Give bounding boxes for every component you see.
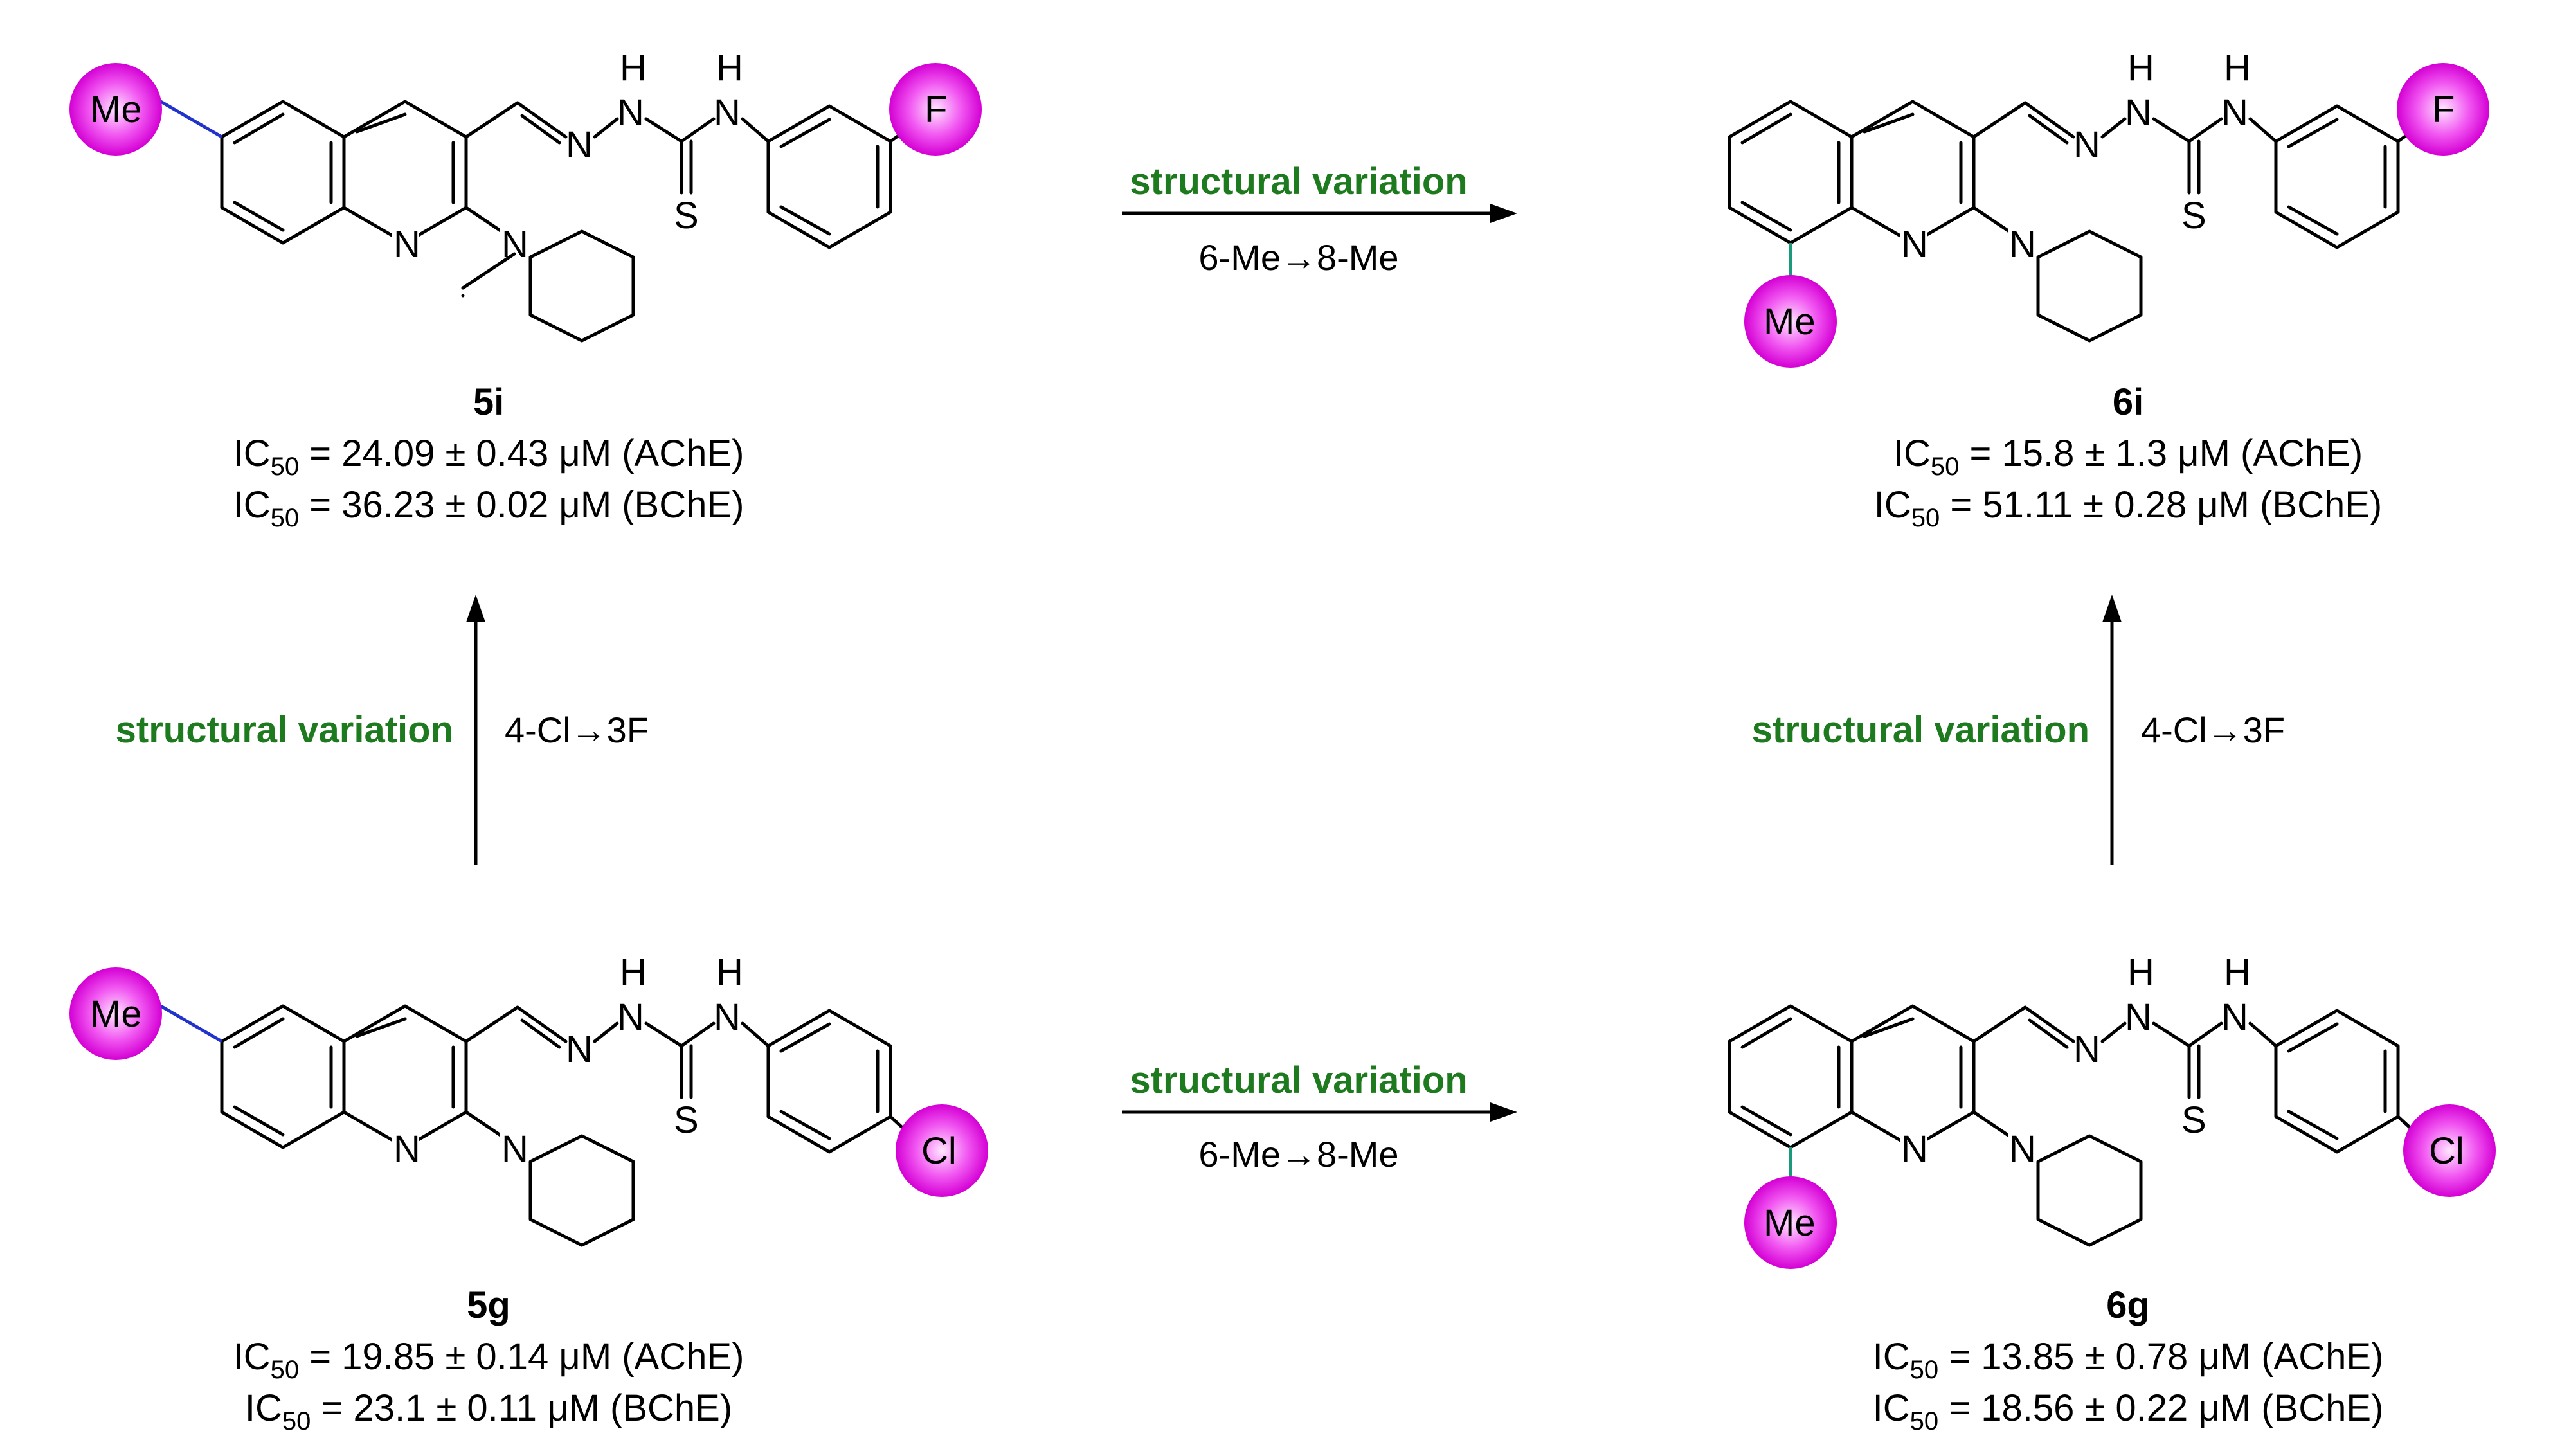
- chloro-highlight-5g: [896, 1104, 988, 1197]
- caption-5g: 5g IC50 = 19.85 ± 0.14 μM (AChE) IC50 = …: [233, 1284, 744, 1435]
- chloro-label-6g: Cl: [2429, 1130, 2464, 1172]
- nh2-h-5i: H: [716, 47, 743, 89]
- arrow-left-title: structural variation: [116, 709, 453, 751]
- nh1-h-5g: H: [620, 951, 647, 993]
- methyl-highlight-5i: [69, 63, 162, 156]
- nh2-n-6g: N: [2221, 996, 2248, 1038]
- nh1-h-6g: H: [2127, 951, 2154, 993]
- quinoline-nitrogen-6g: N: [1901, 1128, 1928, 1170]
- caption-6g: 6g IC50 = 13.85 ± 0.78 μM (AChE) IC50 = …: [1873, 1284, 2384, 1435]
- methyl-highlight-6i: [1744, 275, 1837, 368]
- hydrazone-n-5g: N: [566, 1029, 593, 1070]
- methyl-label-5g: Me: [90, 993, 142, 1035]
- ic50-ache-6g: IC50 = 13.85 ± 0.78 μM (AChE): [1873, 1336, 2384, 1384]
- arrow-top-title: structural variation: [1130, 161, 1467, 202]
- quinoline-nitrogen-5g: N: [393, 1128, 420, 1170]
- nh1-n-5g: N: [617, 996, 644, 1038]
- arrow-bottom-condition: 6-Me→8-Me: [1198, 1134, 1398, 1174]
- arrow-left-condition: 4-Cl→3F: [505, 710, 649, 750]
- thione-s-5i: S: [674, 195, 699, 237]
- nh2-h-5g: H: [716, 951, 743, 993]
- arrow-right: structural variation 4-Cl→3F: [1752, 595, 2285, 865]
- fluoro-highlight-6i: [2397, 63, 2489, 156]
- compound-label-6g: 6g: [2106, 1284, 2150, 1326]
- arrow-bottom: structural variation 6-Me→8-Me: [1122, 1059, 1517, 1174]
- ic50-bche-6g: IC50 = 18.56 ± 0.22 μM (BChE): [1873, 1387, 2384, 1435]
- caption-5i: 5i IC50 = 24.09 ± 0.43 μM (AChE) IC50 = …: [233, 381, 744, 532]
- arrow-left: structural variation 4-Cl→3F: [116, 595, 649, 865]
- nh2-h-6g: H: [2224, 951, 2251, 993]
- nh2-n-5i: N: [714, 92, 741, 134]
- piperidine-nitrogen-6i: N: [2009, 224, 2036, 265]
- thione-s-5g: S: [674, 1099, 699, 1141]
- methyl-label-6g: Me: [1764, 1202, 1816, 1244]
- nh1-h-5i: H: [620, 47, 647, 89]
- caption-6i: 6i IC50 = 15.8 ± 1.3 μM (AChE) IC50 = 51…: [1874, 381, 2383, 532]
- hydrazone-n-6g: N: [2073, 1029, 2100, 1070]
- nh1-n-5i: N: [617, 92, 644, 134]
- quinoline-nitrogen-5i: N: [393, 224, 420, 265]
- arrow-top: structural variation 6-Me→8-Me: [1122, 161, 1517, 278]
- chloro-label-5g: Cl: [921, 1130, 957, 1172]
- nh2-h-6i: H: [2224, 47, 2251, 89]
- arrow-right-title: structural variation: [1752, 709, 2089, 751]
- arrow-right-condition: 4-Cl→3F: [2141, 710, 2285, 750]
- nh2-n-5g: N: [714, 996, 741, 1038]
- fluoro-label-6i: F: [2432, 89, 2455, 130]
- ic50-ache-5g: IC50 = 19.85 ± 0.14 μM (AChE): [233, 1336, 744, 1384]
- arrow-bottom-title: structural variation: [1130, 1059, 1467, 1101]
- molecule-6i: Me N N N N H S N H F: [1728, 47, 2489, 368]
- nh2-n-6i: N: [2221, 92, 2248, 134]
- methyl-highlight-5g: [69, 967, 162, 1060]
- methyl-label-5i: Me: [90, 89, 142, 130]
- methyl-label-6i: Me: [1764, 301, 1816, 343]
- compound-label-5i: 5i: [473, 381, 504, 423]
- methyl-highlight-6g: [1744, 1176, 1837, 1269]
- molecule-5i: Me N N N N H S N H F: [69, 47, 982, 343]
- hydrazone-n-5i: N: [566, 124, 593, 166]
- ic50-ache-6i: IC50 = 15.8 ± 1.3 μM (AChE): [1893, 433, 2363, 481]
- chloro-highlight-6g: [2403, 1104, 2496, 1197]
- compound-label-5g: 5g: [467, 1284, 510, 1326]
- arrow-top-condition: 6-Me→8-Me: [1198, 237, 1398, 278]
- thione-s-6g: S: [2181, 1099, 2206, 1141]
- ic50-bche-5i: IC50 = 36.23 ± 0.02 μM (BChE): [233, 484, 744, 532]
- molecule-6g: Me N N N N H S N H Cl: [1728, 951, 2496, 1269]
- hydrazone-n-6i: N: [2073, 124, 2100, 166]
- ic50-bche-5g: IC50 = 23.1 ± 0.11 μM (BChE): [245, 1387, 732, 1435]
- fluoro-highlight-5i: [889, 63, 982, 156]
- ic50-ache-5i: IC50 = 24.09 ± 0.43 μM (AChE): [233, 433, 744, 481]
- fluoro-label-5i: F: [925, 89, 947, 130]
- piperidine-nitrogen-5g: N: [501, 1128, 528, 1170]
- nh1-n-6g: N: [2125, 996, 2152, 1038]
- compound-label-6i: 6i: [2113, 381, 2143, 423]
- nh1-h-6i: H: [2127, 47, 2154, 89]
- piperidine-nitrogen-6g: N: [2009, 1128, 2036, 1170]
- quinoline-nitrogen-6i: N: [1901, 224, 1928, 265]
- nh1-n-6i: N: [2125, 92, 2152, 134]
- ic50-bche-6i: IC50 = 51.11 ± 0.28 μM (BChE): [1874, 484, 2383, 532]
- molecule-5g: Me N N N N H S N H Cl: [69, 951, 988, 1247]
- thione-s-6i: S: [2181, 195, 2206, 237]
